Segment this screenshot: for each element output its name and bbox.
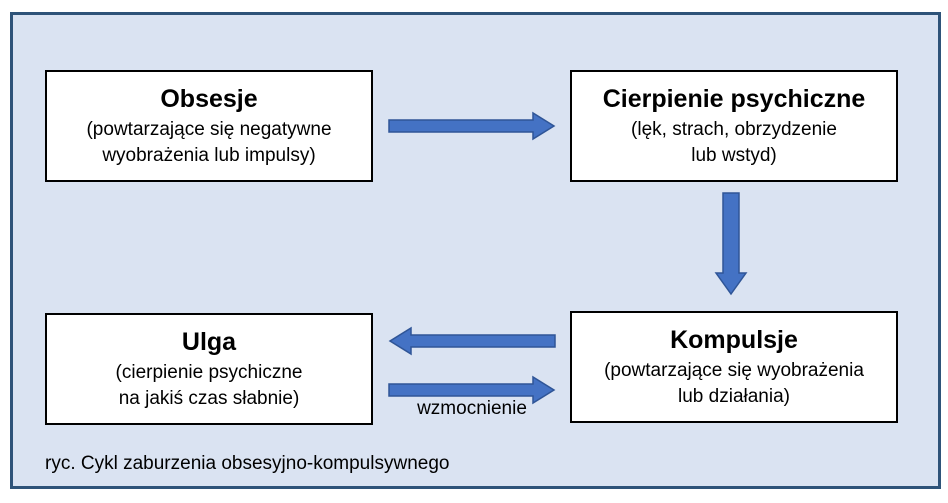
box-title: Obsesje [160, 84, 258, 113]
box-subtitle-line: lub działania) [678, 385, 790, 407]
box-cierpienie-psychiczne: Cierpienie psychiczne (lęk, strach, obrz… [570, 70, 898, 182]
arrow-cierpienie-to-kompulsje-icon [714, 192, 748, 296]
figure-caption: ryc. Cykl zaburzenia obsesyjno-kompulsyw… [45, 453, 450, 474]
box-title: Cierpienie psychiczne [602, 84, 866, 113]
box-subtitle-line: wyobrażenia lub impulsy) [102, 144, 316, 166]
box-title: Kompulsje [670, 325, 798, 354]
reinforcement-label: wzmocnienie [417, 398, 527, 419]
box-kompulsje: Kompulsje (powtarzające się wyobrażenia … [570, 311, 898, 423]
box-obsesje: Obsesje (powtarzające się negatywne wyob… [45, 70, 373, 182]
arrow-ulga-to-kompulsje-icon [388, 375, 556, 405]
box-subtitle-line: na jakiś czas słabnie) [118, 387, 300, 409]
box-subtitle-line: (lęk, strach, obrzydzenie [631, 118, 837, 140]
box-ulga: Ulga (cierpienie psychiczne na jakiś cza… [45, 313, 373, 425]
box-subtitle-line: (cierpienie psychiczne [115, 361, 303, 383]
arrow-obsesje-to-cierpienie-icon [388, 111, 556, 141]
box-subtitle-line: (powtarzające się negatywne [86, 118, 332, 140]
arrow-kompulsje-to-ulga-icon [388, 326, 556, 356]
box-subtitle-line: lub wstyd) [691, 144, 777, 166]
box-title: Ulga [181, 327, 237, 356]
diagram-frame: Obsesje (powtarzające się negatywne wyob… [10, 12, 941, 489]
box-subtitle-line: (powtarzające się wyobrażenia [604, 359, 864, 381]
